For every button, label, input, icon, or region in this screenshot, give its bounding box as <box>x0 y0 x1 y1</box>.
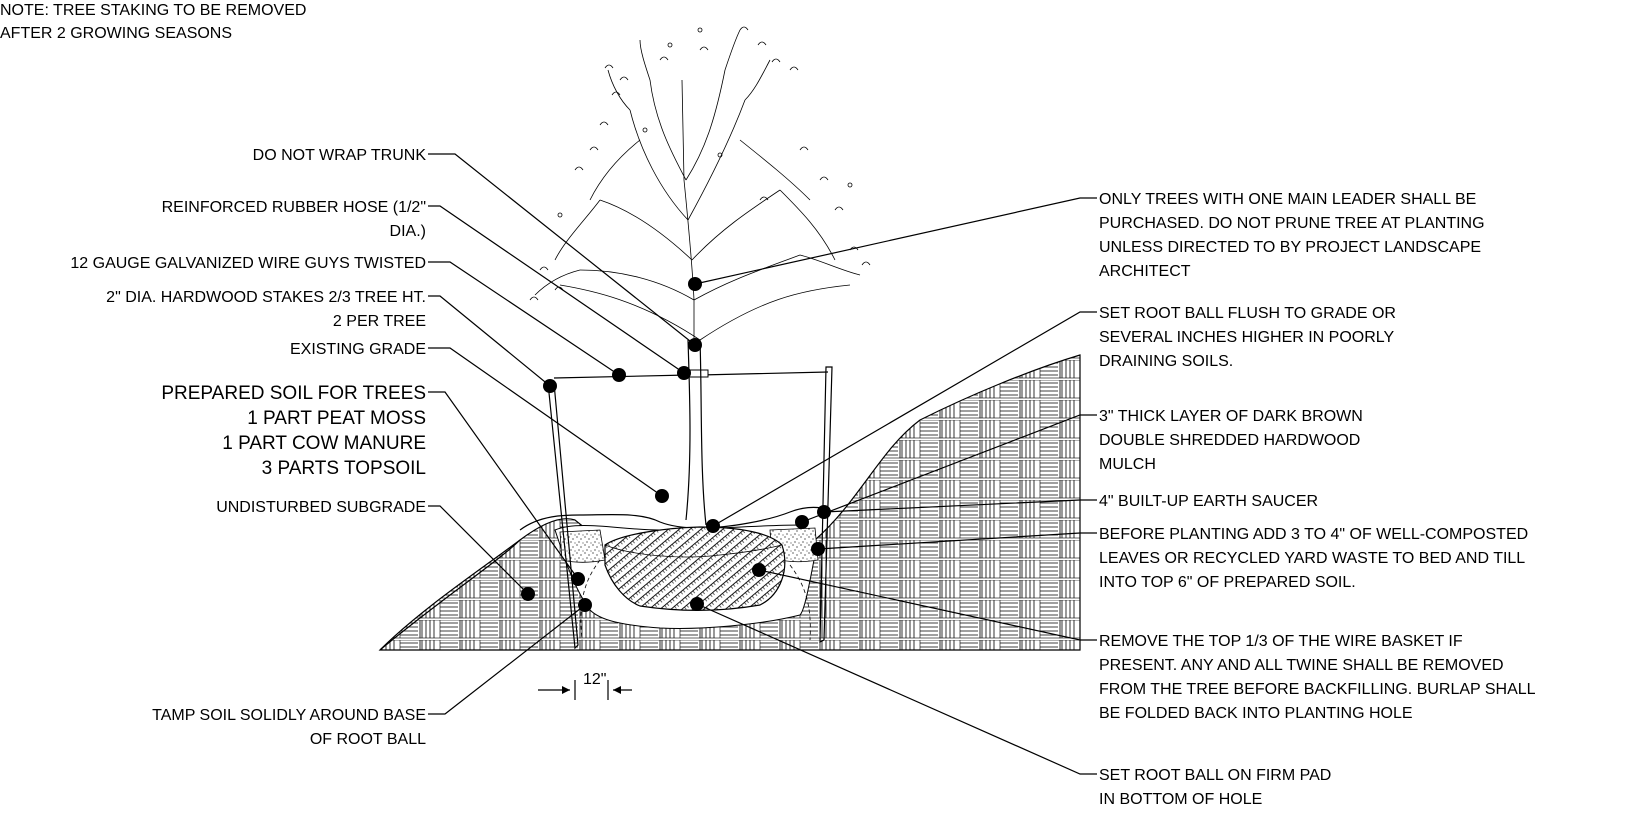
label-leader-1: ONLY TREES WITH ONE MAIN LEADER SHALL BE <box>1099 191 1476 208</box>
label-soil-2: 1 PART PEAT MOSS <box>247 408 426 429</box>
tree-trunk <box>685 339 707 526</box>
label-soil-4: 3 PARTS TOPSOIL <box>262 458 426 479</box>
burlap-fold <box>604 544 783 558</box>
label-basket-1: REMOVE THE TOP 1/3 OF THE WIRE BASKET IF <box>1099 633 1463 650</box>
label-subgrade: UNDISTURBED SUBGRADE <box>216 499 426 516</box>
label-stakes-1: 2" DIA. HARDWOOD STAKES 2/3 TREE HT. <box>106 289 426 306</box>
tree-leaves <box>529 26 871 301</box>
dimension-label: 12" <box>583 671 606 688</box>
staking-note-line-1: NOTE: TREE STAKING TO BE REMOVED <box>0 2 306 19</box>
right-leader-lines <box>694 197 1097 775</box>
dimension-12in: 12" <box>538 671 632 700</box>
label-hose-1: REINFORCED RUBBER HOSE (1/2" <box>162 199 426 216</box>
staking-note-line-2: AFTER 2 GROWING SEASONS <box>0 25 232 42</box>
label-mulch-3: MULCH <box>1099 456 1156 473</box>
label-pad-2: IN BOTTOM OF HOLE <box>1099 791 1262 808</box>
tree-canopy <box>534 29 861 341</box>
label-flush-3: DRAINING SOILS. <box>1099 353 1233 370</box>
existing-grade-line <box>379 539 521 651</box>
label-pad-1: SET ROOT BALL ON FIRM PAD <box>1099 767 1331 784</box>
label-leader-2: PURCHASED. DO NOT PRUNE TREE AT PLANTING <box>1099 215 1485 232</box>
label-basket-4: BE FOLDED BACK INTO PLANTING HOLE <box>1099 705 1413 722</box>
label-tamp-1: TAMP SOIL SOLIDLY AROUND BASE <box>152 707 426 724</box>
label-mulch-1: 3" THICK LAYER OF DARK BROWN <box>1099 408 1363 425</box>
label-leader-4: ARCHITECT <box>1099 263 1191 280</box>
label-do-not-wrap: DO NOT WRAP TRUNK <box>253 147 427 164</box>
label-wire: 12 GAUGE GALVANIZED WIRE GUYS TWISTED <box>70 255 426 272</box>
earth-saucer <box>519 506 831 531</box>
wire-basket-left <box>580 559 601 641</box>
label-flush-1: SET ROOT BALL FLUSH TO GRADE OR <box>1099 305 1396 322</box>
label-stakes-2: 2 PER TREE <box>333 313 426 330</box>
label-tamp-2: OF ROOT BALL <box>310 731 426 748</box>
label-saucer: 4" BUILT-UP EARTH SAUCER <box>1099 493 1318 510</box>
label-hose-2: DIA.) <box>390 223 426 240</box>
label-compost-3: INTO TOP 6" OF PREPARED SOIL. <box>1099 574 1356 591</box>
mulch-layer <box>559 529 606 563</box>
wire-basket-right <box>789 564 811 641</box>
label-leader-3: UNLESS DIRECTED TO BY PROJECT LANDSCAPE <box>1099 239 1481 256</box>
right-labels: ONLY TREES WITH ONE MAIN LEADER SHALL BE… <box>1099 191 1536 808</box>
label-compost-1: BEFORE PLANTING ADD 3 TO 4" OF WELL-COMP… <box>1099 526 1528 543</box>
label-basket-2: PRESENT. ANY AND ALL TWINE SHALL BE REMO… <box>1099 657 1504 674</box>
left-labels: DO NOT WRAP TRUNK REINFORCED RUBBER HOSE… <box>70 147 426 748</box>
left-leader-lines <box>428 153 696 715</box>
label-soil-1: PREPARED SOIL FOR TREES <box>161 383 426 404</box>
label-mulch-2: DOUBLE SHREDDED HARDWOOD <box>1099 432 1360 449</box>
label-flush-2: SEVERAL INCHES HIGHER IN POORLY <box>1099 329 1395 346</box>
root-ball <box>604 526 786 611</box>
label-basket-3: FROM THE TREE BEFORE BACKFILLING. BURLAP… <box>1099 681 1536 698</box>
label-existing-grade: EXISTING GRADE <box>290 341 426 358</box>
label-soil-3: 1 PART COW MANURE <box>222 433 426 454</box>
label-compost-2: LEAVES OR RECYCLED YARD WASTE TO BED AND… <box>1099 550 1525 567</box>
